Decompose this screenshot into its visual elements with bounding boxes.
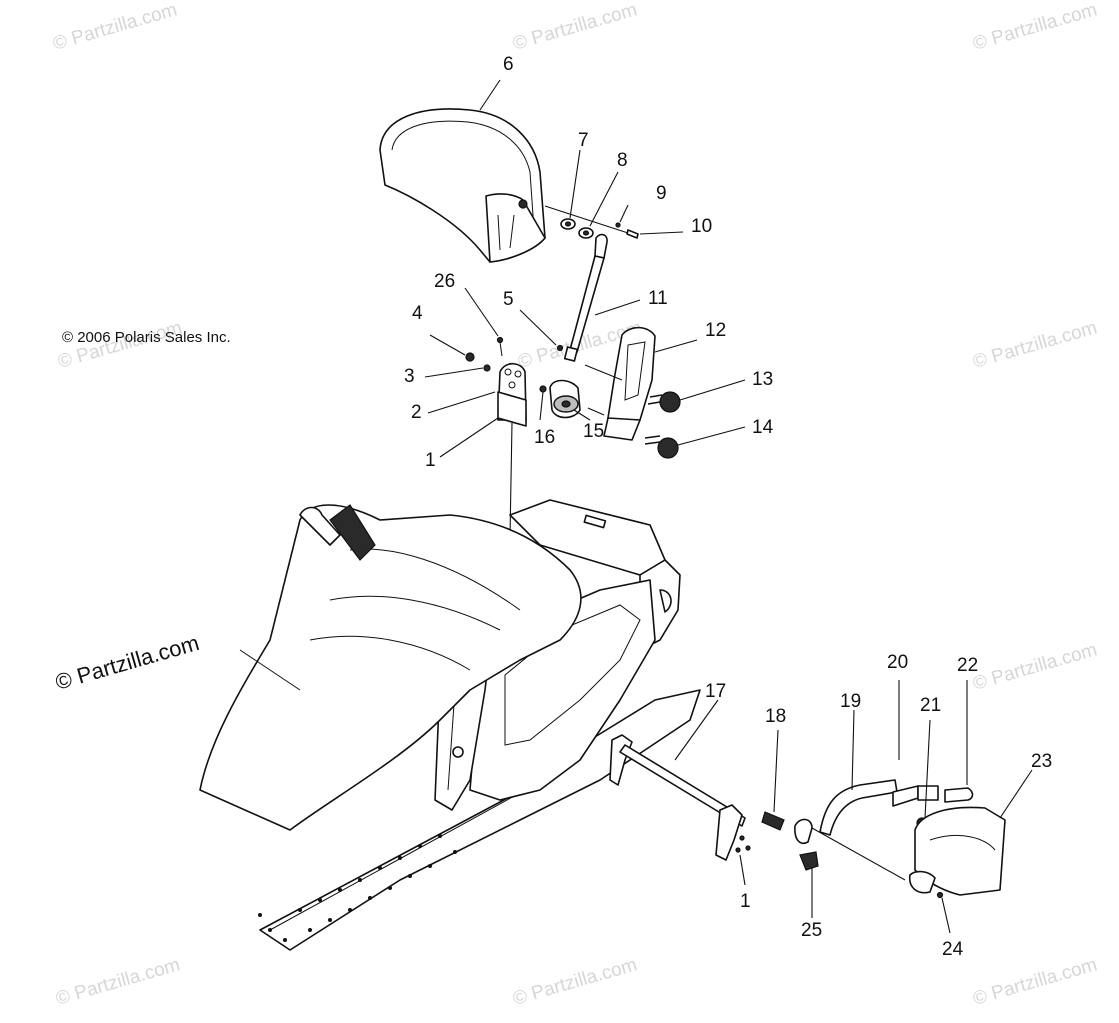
callout-13: 13: [752, 369, 773, 390]
watermark: © Partzilla.com: [971, 954, 1100, 1009]
callout-16: 16: [534, 427, 555, 448]
callout-5: 5: [503, 289, 514, 310]
callout-21: 21: [920, 695, 941, 716]
callout-22: 22: [957, 655, 978, 676]
callout-11: 11: [648, 288, 668, 309]
adjust-knobs: [644, 391, 681, 459]
callout-15: 15: [583, 421, 604, 442]
grab-handle-assembly: [609, 734, 1006, 899]
callout-2: 2: [411, 402, 422, 423]
callout-6: 6: [503, 54, 514, 75]
spacer-and-nut: [539, 344, 581, 419]
washers-and-bolt: [544, 205, 639, 239]
callout-26: 26: [434, 271, 455, 292]
watermark: © Partzilla.com: [971, 317, 1100, 372]
callout-4: 4: [412, 303, 423, 324]
watermark: © Partzilla.com: [971, 0, 1100, 55]
watermark: © Partzilla.com: [971, 639, 1100, 694]
callout-7: 7: [578, 130, 589, 151]
callout-19: 19: [840, 691, 861, 712]
callout-10: 10: [691, 216, 712, 237]
watermark: © Partzilla.com: [51, 0, 180, 55]
partzilla-watermark: © Partzilla.com: [52, 630, 201, 695]
callout-25: 25: [801, 920, 822, 941]
snowmobile-body: [199, 499, 701, 951]
callout-3: 3: [404, 366, 415, 387]
watermark: © Partzilla.com: [511, 0, 640, 55]
watermark: © Partzilla.com: [511, 954, 640, 1009]
watermark: © Partzilla.com: [54, 954, 183, 1009]
backrest-support-rod: [563, 233, 608, 362]
callout-18: 18: [765, 706, 786, 727]
copyright-text: © 2006 Polaris Sales Inc.: [62, 329, 231, 346]
callout-1: 1: [740, 891, 751, 912]
mount-plate: [465, 336, 527, 651]
backrest-bracket: [584, 326, 656, 441]
callout-14: 14: [752, 417, 774, 438]
callout-8: 8: [617, 150, 628, 171]
leader-lines: [424, 79, 1033, 934]
callout-12: 12: [705, 320, 726, 341]
callout-24: 24: [942, 939, 964, 960]
callout-23: 23: [1031, 751, 1052, 772]
backrest-pad: [379, 108, 546, 263]
callout-9: 9: [656, 183, 667, 204]
callout-17: 17: [705, 681, 726, 702]
callout-20: 20: [887, 652, 908, 673]
callout-1: 1: [425, 450, 436, 471]
callouts: 6 7 8 9 10 26 5 11 4 12 3 13 2 14 16 15 …: [404, 54, 1052, 960]
